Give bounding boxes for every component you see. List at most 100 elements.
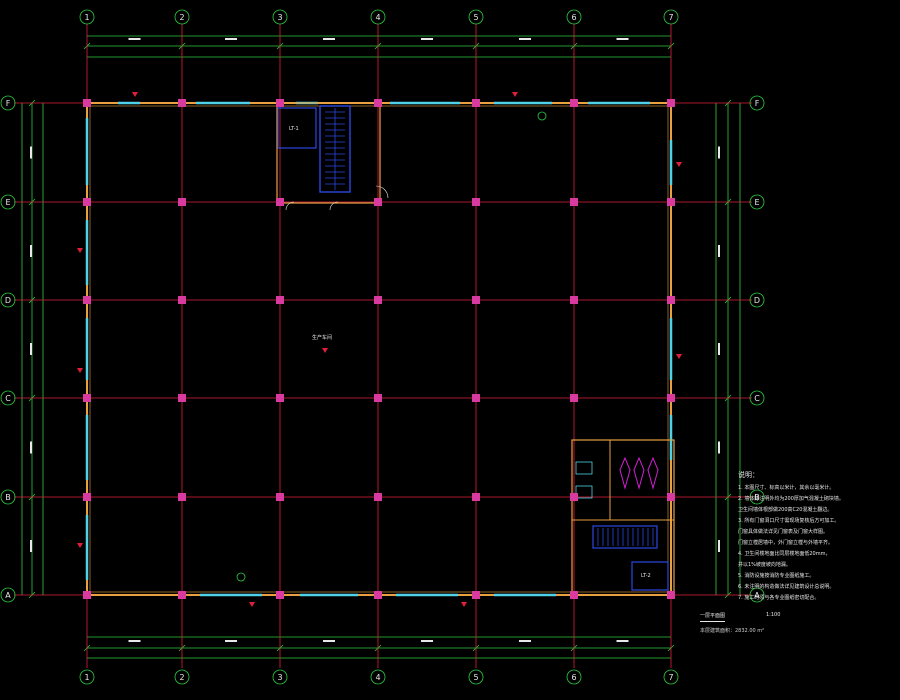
axis-bubble-F [749,95,765,111]
index-symbol-icon [537,111,547,121]
axis-bubble-5 [468,9,484,25]
dimension-figure [718,146,720,159]
stair-2-shaft [631,561,669,591]
dimension-figure [30,441,32,454]
axis-bubble-2 [174,9,190,25]
axis-label: 7 [668,13,673,22]
note-line: 1. 本图尺寸、标高以米计，其余以毫米计。 [738,485,835,491]
structural-column [472,198,480,206]
axis-bubble-6 [566,9,582,25]
structural-column [472,591,480,599]
note-line: 2. 墙体除注明外均为200厚加气混凝土砌块墙。 [738,496,844,502]
structural-column [178,99,186,107]
axis-bubble-C [0,390,16,406]
structural-column [374,591,382,599]
axis-bubble-3 [272,669,288,685]
structural-column [570,296,578,304]
door-swing-icon [329,201,339,211]
structural-column [178,493,186,501]
structural-column [570,99,578,107]
structural-column [667,394,675,402]
axis-bubble-B [749,489,765,505]
dimension-figure [225,640,237,642]
dimension-figure [30,245,32,257]
axis-bubble-A [0,587,16,603]
section-markers [77,92,682,607]
structural-column [374,394,382,402]
axis-bubble-1 [79,9,95,25]
note-line: 6. 未注明的构造做法详见建筑设计总说明。 [738,584,835,590]
structural-column [667,99,675,107]
note-line: 卫生间墙体根部做200高C20混凝土翻边。 [738,507,833,513]
structural-column [178,591,186,599]
structural-column [83,99,91,107]
structural-column [276,99,284,107]
stair-flight [319,105,351,193]
dimension-figure [323,640,335,642]
structural-column [276,296,284,304]
stair-core-wall [276,102,381,204]
axis-bubble-5 [468,669,484,685]
axis-label: C [5,394,11,403]
axis-label: 3 [277,13,282,22]
structural-column [276,493,284,501]
axis-label: 6 [571,673,576,682]
drawing-scale: 1:100 [766,612,781,618]
exterior-walls [86,102,672,596]
structural-column [276,198,284,206]
structural-column [472,394,480,402]
axis-label: 5 [473,673,478,682]
axis-bubble-7 [663,9,679,25]
drawing-caption: 一层平面图 1:100 本层建筑面积：2832.00 m² [700,612,780,634]
dimension-figure [718,540,720,552]
section-marker-icon [77,248,83,253]
notes-title: 说明： [738,471,759,479]
axis-label: 6 [571,13,576,22]
section-marker-icon [676,162,682,167]
dimension-figure [519,38,531,40]
axis-label: A [754,591,760,600]
section-marker-icon [249,602,255,607]
axis-bubble-C [749,390,765,406]
dimension-figure [616,38,629,40]
axis-bubble-D [749,292,765,308]
structural-column [667,296,675,304]
axis-label: 4 [375,673,380,682]
toilet-stall-icon [633,456,645,490]
axis-label: D [5,296,11,305]
axis-label: 2 [179,13,184,22]
structural-column [276,394,284,402]
door-swing-icon [285,201,295,211]
drawing-subtitle: 本层建筑面积：2832.00 m² [700,628,765,634]
axis-label: C [754,394,760,403]
structural-column [83,296,91,304]
structural-column [83,198,91,206]
section-marker-icon [77,543,83,548]
general-notes: 说明： 1. 本图尺寸、标高以米计，其余以毫米计。 2. 墙体除注明外均为200… [738,470,898,604]
axis-label: A [5,591,11,600]
axis-bubble-E [0,194,16,210]
note-line: 并以1%坡度坡向地漏。 [738,562,791,568]
dimension-figure [323,38,335,40]
axis-bubble-E [749,194,765,210]
wash-basin-icon [575,485,593,499]
drawing-title: 一层平面图 [700,612,726,622]
note-line: 5. 消防设施按消防专业图纸施工。 [738,573,815,579]
dimension-figure [421,640,433,642]
structural-column [570,394,578,402]
axis-bubble-6 [566,669,582,685]
structural-column [667,591,675,599]
axis-label: 5 [473,13,478,22]
structural-column [570,591,578,599]
main-hall-tag: 生产车间 [312,335,333,341]
structural-columns [83,99,675,599]
axis-bubble-7 [663,669,679,685]
dimension-figure [30,343,32,355]
toilet-stall-icon [647,456,659,490]
structural-column [570,493,578,501]
axis-label: 1 [84,673,89,682]
section-marker-icon [676,354,682,359]
dimension-figure [30,146,32,159]
wash-basin-icon [575,461,593,475]
section-marker-icon [132,92,138,97]
